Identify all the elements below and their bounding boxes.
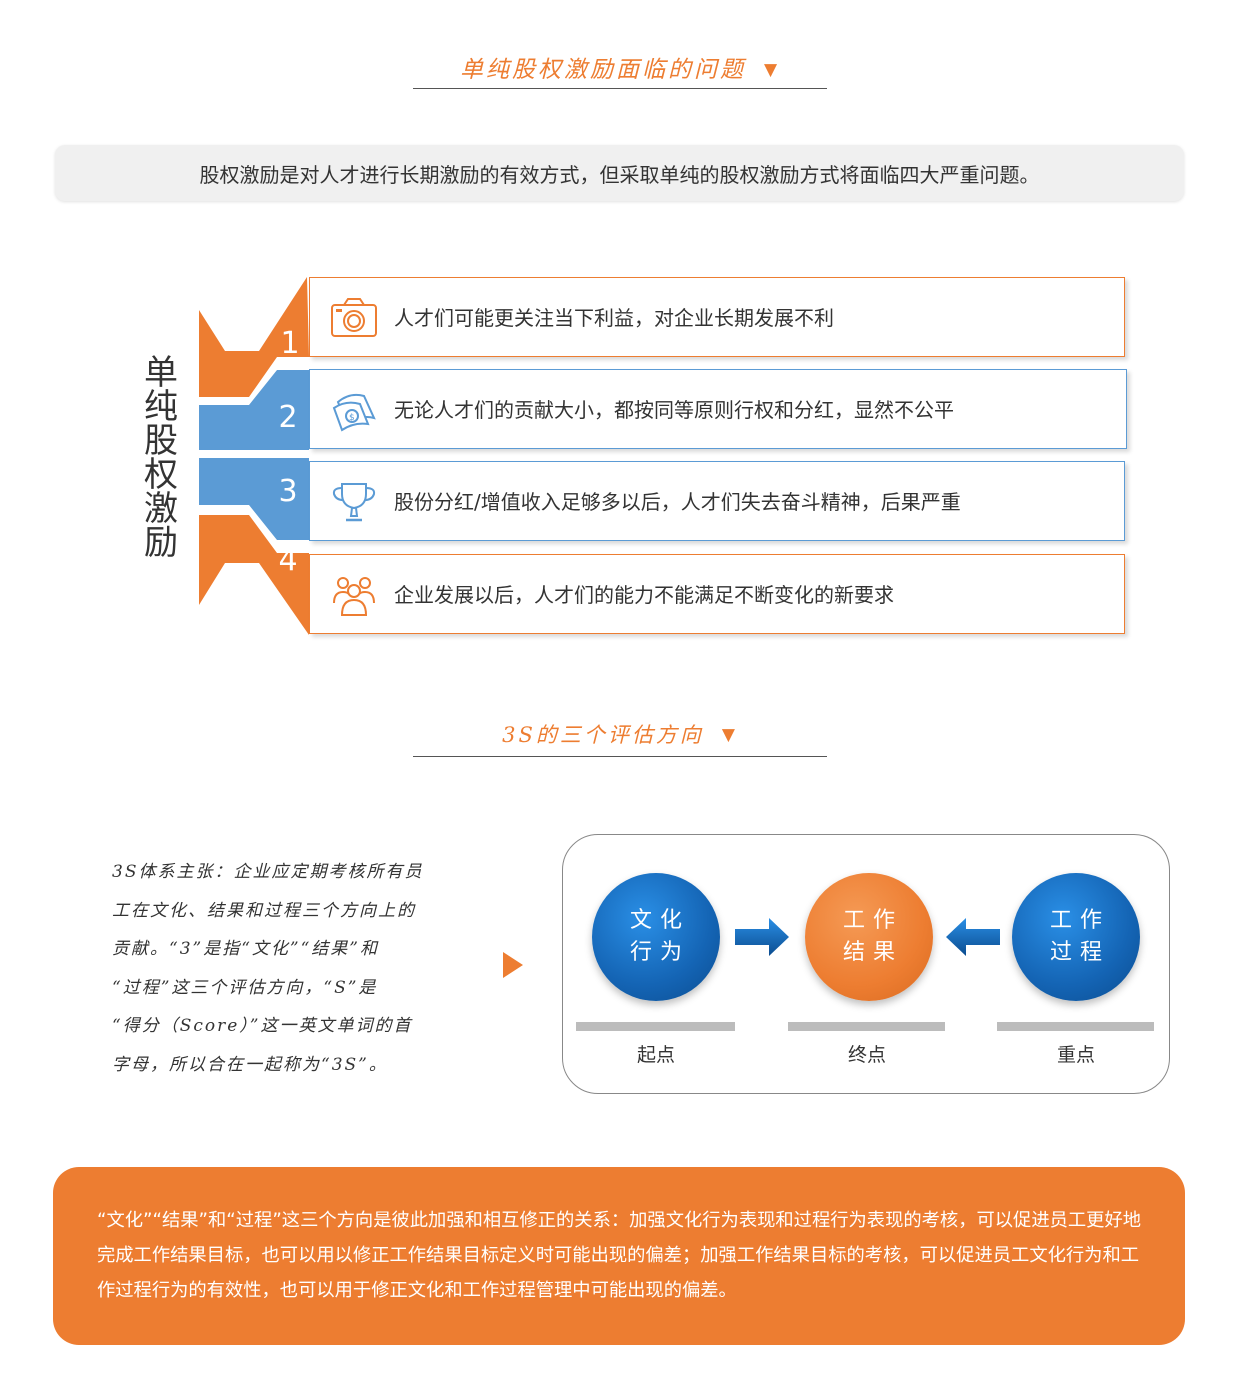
issue-text-3: 股份分红/增值收入足够多以后，人才们失去奋斗精神，后果严重 bbox=[394, 490, 961, 514]
circle-culture: 文化 行为 bbox=[592, 873, 720, 1001]
issue-item-1: 人才们可能更关注当下利益，对企业长期发展不利 bbox=[309, 277, 1125, 357]
issue-item-4: 企业发展以后，人才们的能力不能满足不断变化的新要求 bbox=[309, 554, 1125, 634]
vertical-label-char: 励 bbox=[144, 523, 178, 563]
section-title-text: 3S的三个评估方向 bbox=[502, 723, 704, 747]
description-line: “得分（Score）”这一英文单词的首 bbox=[112, 1016, 413, 1036]
money-icon: $ bbox=[332, 393, 376, 432]
issue-item-2: $ 无论人才们的贡献大小，都按同等原则行权和分红，显然不公平 bbox=[309, 369, 1127, 449]
vertical-label-char: 纯 bbox=[144, 387, 178, 427]
description-line: 工在文化、结果和过程三个方向上的 bbox=[112, 900, 416, 921]
label-end: 终点 bbox=[847, 1044, 886, 1066]
circle-text: 工作 bbox=[1049, 908, 1110, 933]
section-underline bbox=[413, 756, 827, 757]
circle-text: 结果 bbox=[842, 940, 903, 965]
issue-text-4: 企业发展以后，人才们的能力不能满足不断变化的新要求 bbox=[394, 583, 894, 607]
summary-box: “文化”“结果”和“过程”这三个方向是彼此加强和相互修正的关系：加强文化行为表现… bbox=[53, 1167, 1185, 1345]
circle-text: 行为 bbox=[629, 940, 690, 965]
issue-number-4: 4 bbox=[278, 543, 298, 578]
ribbon-1 bbox=[199, 277, 309, 397]
ribbon-2 bbox=[199, 370, 309, 450]
vertical-label-char: 股 bbox=[144, 421, 178, 461]
section-title-text: 单纯股权激励面临的问题 bbox=[459, 57, 746, 83]
triangle-down-icon: ▼ bbox=[721, 725, 738, 745]
people-icon bbox=[333, 577, 375, 616]
intro-text: 股权激励是对人才进行长期激励的有效方式，但采取单纯的股权激励方式将面临四大严重问… bbox=[199, 162, 1040, 187]
circle-process: 工作 过程 bbox=[1012, 873, 1140, 1001]
camera-icon bbox=[331, 298, 377, 337]
vertical-label: 单 纯 股 权 激 励 bbox=[138, 356, 184, 560]
arrow-right-icon bbox=[735, 918, 789, 956]
issue-number-1: 1 bbox=[280, 326, 300, 361]
description-line: “过程”这三个评估方向，“S”是 bbox=[112, 977, 378, 998]
3s-diagram-panel bbox=[562, 834, 1170, 1094]
section-title-issues: 单纯股权激励面临的问题 ▼ bbox=[0, 50, 1240, 84]
label-start: 起点 bbox=[636, 1044, 675, 1066]
svg-text:$: $ bbox=[349, 413, 355, 423]
section-title-3s: 3S的三个评估方向 ▼ bbox=[0, 719, 1240, 749]
base-bar bbox=[997, 1022, 1154, 1031]
arrow-left-icon bbox=[946, 918, 1000, 956]
vertical-label-char: 权 bbox=[144, 455, 178, 495]
vertical-label-char: 单 bbox=[144, 353, 178, 393]
circle-text: 过程 bbox=[1049, 940, 1110, 965]
base-bar bbox=[576, 1022, 735, 1031]
issue-text-2: 无论人才们的贡献大小，都按同等原则行权和分红，显然不公平 bbox=[394, 398, 954, 422]
trophy-icon bbox=[332, 483, 376, 522]
ribbon-4 bbox=[199, 515, 309, 635]
triangle-down-icon: ▼ bbox=[763, 60, 781, 80]
intro-banner: 股权激励是对人才进行长期激励的有效方式，但采取单纯的股权激励方式将面临四大严重问… bbox=[55, 145, 1184, 201]
vertical-label-char: 激 bbox=[144, 489, 178, 529]
circle-text: 工作 bbox=[842, 908, 903, 933]
label-focus: 重点 bbox=[1056, 1044, 1095, 1066]
issue-item-3: 股份分红/增值收入足够多以后，人才们失去奋斗精神，后果严重 bbox=[309, 461, 1125, 541]
issue-number-2: 2 bbox=[278, 400, 298, 435]
description-line: 字母，所以合在一起称为“3S”。 bbox=[112, 1054, 388, 1075]
3s-description: 3S体系主张：企业应定期考核所有员 工在文化、结果和过程三个方向上的 贡献。“3… bbox=[112, 853, 472, 1084]
ribbon-3 bbox=[199, 458, 309, 540]
description-line: 贡献。“3”是指“文化”“结果”和 bbox=[112, 939, 379, 959]
circle-text: 文化 bbox=[629, 908, 690, 933]
section-underline bbox=[413, 88, 827, 89]
circle-result: 工作 结果 bbox=[805, 873, 933, 1001]
issue-number-3: 3 bbox=[278, 474, 298, 509]
base-bar bbox=[788, 1022, 945, 1031]
summary-text: “文化”“结果”和“过程”这三个方向是彼此加强和相互修正的关系：加强文化行为表现… bbox=[97, 1210, 1142, 1301]
triangle-right-icon bbox=[503, 952, 523, 978]
ribbon-shapes bbox=[199, 277, 309, 635]
description-line: 3S体系主张：企业应定期考核所有员 bbox=[112, 862, 424, 882]
issue-text-1: 人才们可能更关注当下利益，对企业长期发展不利 bbox=[394, 306, 834, 330]
